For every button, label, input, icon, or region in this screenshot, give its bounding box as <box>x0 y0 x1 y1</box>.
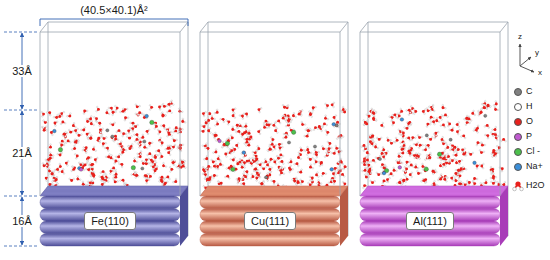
box-edge <box>208 22 348 23</box>
box-edge <box>368 22 508 23</box>
slab-label-box: Cu(111) <box>244 212 296 230</box>
axis-triad <box>520 44 534 72</box>
simulation-boxes <box>4 19 534 246</box>
legend-label: H2O <box>526 180 545 191</box>
box-edge <box>500 22 508 32</box>
slab-label: Al(111) <box>413 214 447 228</box>
box-edge <box>340 22 348 32</box>
box-edge <box>360 32 500 33</box>
metal-slab <box>40 186 188 246</box>
dimension-label: 21Å <box>11 147 33 159</box>
legend-swatch <box>514 133 522 141</box>
simulation-box <box>40 22 188 246</box>
box-edge <box>340 32 341 196</box>
box-edge <box>208 22 209 186</box>
metal-slab <box>360 186 508 246</box>
legend-swatch <box>514 163 522 171</box>
simulation-box <box>360 22 508 246</box>
dimension-label: (40.5×40.1)Å² <box>79 4 149 16</box>
box-edge <box>360 32 361 196</box>
water-layer <box>200 102 349 195</box>
box-edge <box>200 32 201 196</box>
legend-label: H <box>526 101 533 112</box>
box-edge <box>40 32 41 196</box>
slab-label: Fe(110) <box>91 214 129 228</box>
slab-label-box: Fe(110) <box>84 212 136 230</box>
dimension-lines <box>4 19 188 246</box>
water-molecule-icon <box>513 181 524 190</box>
box-edge <box>48 22 188 23</box>
slab-label: Cu(111) <box>251 214 289 228</box>
legend-label: O <box>526 116 533 127</box>
simulation-box <box>200 22 349 246</box>
legend-label: Na+ <box>526 161 543 172</box>
box-edge <box>360 22 368 32</box>
box-edge <box>500 32 501 196</box>
slab-label-box: Al(111) <box>406 212 454 230</box>
metal-slab <box>200 186 348 246</box>
box-edge <box>180 22 188 32</box>
legend-label: C <box>526 86 533 97</box>
legend-swatch <box>514 148 522 156</box>
dimension-label: 16Å <box>11 215 33 227</box>
axis-label: y <box>535 49 539 58</box>
box-edge <box>200 22 208 32</box>
box-edge <box>40 32 180 33</box>
water-layer <box>361 100 507 195</box>
box-edge <box>40 22 48 32</box>
legend-swatch <box>514 103 522 111</box>
water-layer <box>41 100 186 194</box>
dimension-label: 33Å <box>11 65 33 77</box>
legend-swatch <box>514 88 522 96</box>
legend-label: P <box>526 131 532 142</box>
axis-label: x <box>538 69 542 78</box>
axis-label: z <box>518 33 522 42</box>
box-edge <box>200 32 340 33</box>
box-edge <box>180 32 181 196</box>
legend-swatch <box>514 118 522 126</box>
legend-label: Cl - <box>526 146 540 157</box>
